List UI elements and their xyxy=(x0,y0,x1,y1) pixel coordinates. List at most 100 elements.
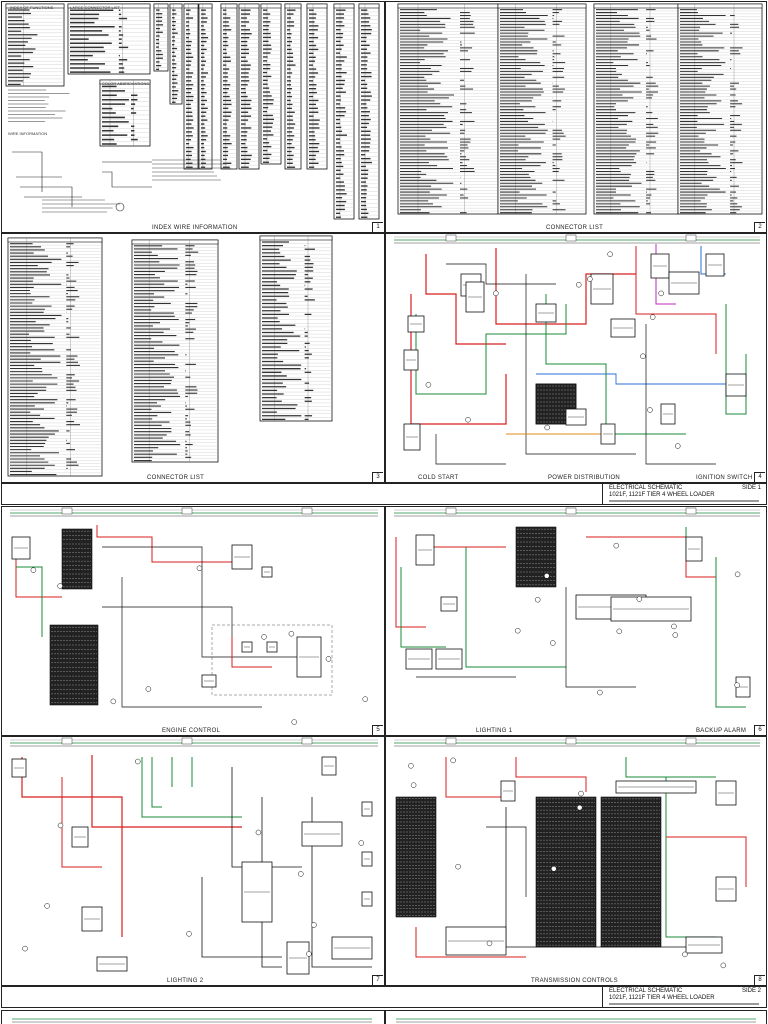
wire-information-heading: WIRE INFORMATION xyxy=(8,131,48,136)
callout-circle xyxy=(550,640,556,646)
callout-circle xyxy=(587,276,593,282)
bus-tag xyxy=(445,234,457,242)
lighting-1-caption: LIGHTING 1 xyxy=(476,728,513,734)
bus-tag xyxy=(181,737,193,745)
next-sheet-preview-right xyxy=(396,1018,756,1023)
sheet-1-side: SIDE 1 xyxy=(742,485,762,491)
lighting-2-schematic xyxy=(10,737,378,975)
table-header xyxy=(260,3,282,9)
index-tables-graphic xyxy=(5,3,380,220)
table-header xyxy=(306,3,328,9)
callout-circle xyxy=(465,416,471,423)
callout-circle xyxy=(671,623,677,630)
table-header xyxy=(198,3,213,9)
wire xyxy=(525,274,636,455)
table-header xyxy=(593,3,679,9)
callout-circle xyxy=(186,931,192,937)
panel-engine-control: ENGINE CONTROL 5 xyxy=(1,506,385,736)
table-header xyxy=(677,3,763,9)
bus-tag xyxy=(685,737,697,745)
callout-circle xyxy=(57,822,64,829)
callout-circle xyxy=(607,251,613,257)
callout-circle xyxy=(534,596,541,603)
callout-circle xyxy=(306,951,312,957)
panel-lighting-2: LIGHTING 2 7 xyxy=(1,736,385,986)
wire xyxy=(151,757,162,808)
callout-circle xyxy=(544,424,550,431)
bus-tag xyxy=(301,507,313,515)
callout-circle xyxy=(658,290,664,297)
table-header xyxy=(333,3,355,9)
callout-circle xyxy=(597,689,603,696)
table-header xyxy=(7,237,103,243)
callout-circle xyxy=(311,922,317,928)
callout-circle xyxy=(408,763,414,769)
panel-8-number: 8 xyxy=(754,975,765,985)
connector-block xyxy=(535,796,597,948)
panel-connector-list-b: CONNECTOR LIST 3 xyxy=(1,233,385,483)
panel-2-number: 2 xyxy=(754,222,765,232)
panel-7-number: 7 xyxy=(372,975,383,985)
backup-alarm-caption: BACKUP ALARM xyxy=(696,728,747,734)
callout-circle xyxy=(672,632,679,638)
panel-index-wire-information: INDEX OF FUNCTIONS LARGE CONNECTOR LIST … xyxy=(1,1,385,233)
callout-circle xyxy=(576,804,583,811)
callout-circle xyxy=(288,630,295,637)
panel-1-number: 1 xyxy=(372,222,383,232)
callout-circle xyxy=(110,698,117,705)
ignition-switch-caption: IGNITION SWITCH xyxy=(696,475,753,481)
wire-example xyxy=(12,151,82,207)
panel-2-caption: CONNECTOR LIST xyxy=(546,225,604,231)
power-distribution-schematic xyxy=(394,234,760,465)
callout-circle xyxy=(358,840,365,846)
wire xyxy=(415,304,567,395)
wire xyxy=(121,577,262,708)
panel-transmission-controls: TRANSMISSION CONTROLS 8 xyxy=(385,736,767,986)
wire xyxy=(445,757,506,798)
wire xyxy=(201,877,282,958)
callout-circle xyxy=(720,962,727,969)
sheet-1-model: 1021F, 1121F TIER 4 WHEEL LOADER xyxy=(609,492,715,498)
wire xyxy=(536,373,746,385)
wire xyxy=(645,324,716,465)
panel-3-number: 3 xyxy=(372,472,383,482)
callout-circle xyxy=(493,290,499,297)
connector-block xyxy=(49,624,99,706)
wire xyxy=(231,637,272,668)
wire xyxy=(425,254,506,345)
engine-control-schematic xyxy=(10,507,378,725)
wire xyxy=(96,525,242,563)
callout-circle xyxy=(649,314,656,320)
wire xyxy=(665,777,716,938)
bus-tag xyxy=(685,234,697,242)
table-frame xyxy=(397,3,499,215)
callout-circle xyxy=(134,758,141,765)
table-header xyxy=(169,3,183,9)
bus-tag xyxy=(445,507,457,515)
wire xyxy=(400,567,446,648)
wire xyxy=(261,797,282,968)
wire xyxy=(102,606,233,637)
panel-3-caption: CONNECTOR LIST xyxy=(147,475,205,481)
table-frame xyxy=(593,3,679,215)
lighting-1-schematic xyxy=(394,507,760,708)
next-sheet-strip-left xyxy=(1,1010,385,1024)
callout-circle xyxy=(647,407,653,413)
wire xyxy=(635,246,717,354)
table-frame xyxy=(677,3,763,215)
fine-print-line xyxy=(609,500,759,502)
callout-circle xyxy=(22,945,28,952)
connector-block xyxy=(600,796,662,948)
fine-print-line-2 xyxy=(609,1003,759,1005)
connector-block xyxy=(395,796,437,918)
callout-circle xyxy=(30,567,37,573)
panel-5-caption: ENGINE CONTROL xyxy=(162,728,221,734)
callout-circle xyxy=(734,682,740,688)
wire xyxy=(446,263,556,285)
wire xyxy=(102,546,302,658)
wire xyxy=(565,587,636,688)
wire xyxy=(15,547,62,598)
connector-list-tables xyxy=(397,3,763,215)
panel-power-distribution: COLD START POWER DISTRIBUTION IGNITION S… xyxy=(385,233,767,483)
callout-circle xyxy=(640,353,646,359)
